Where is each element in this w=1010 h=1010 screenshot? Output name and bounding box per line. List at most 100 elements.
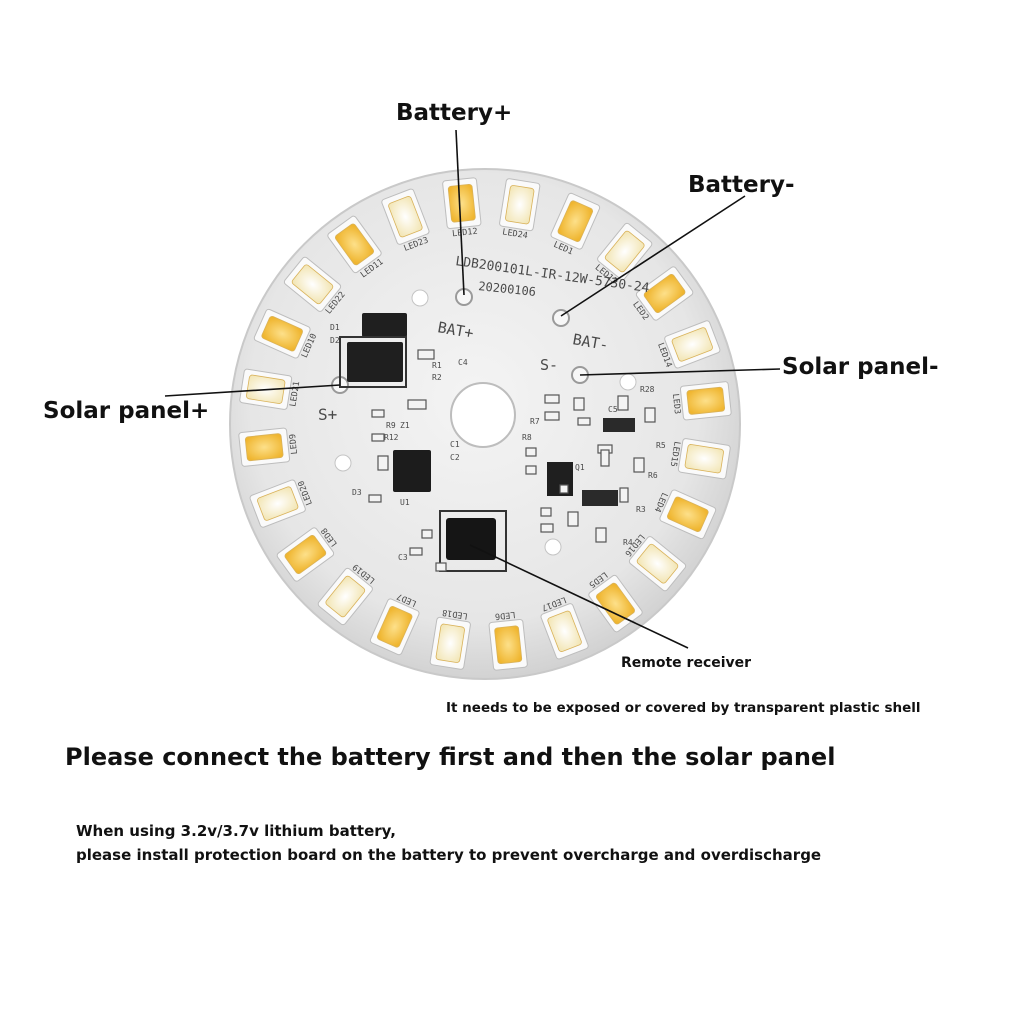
component-label: R6 [648,471,658,480]
component-label: D2 [330,336,340,345]
smd-part [435,562,447,572]
mount-hole [334,454,352,472]
smd-part [377,455,389,471]
leader-solar-plus [164,384,341,397]
component-label: C2 [450,453,460,462]
smd-part [421,529,433,539]
smd-part [544,411,560,421]
led-label: LED9 [288,433,300,454]
smd-part [544,394,560,404]
mount-hole [411,289,429,307]
led-chip [253,308,311,359]
diode-d2 [347,342,403,382]
led-chip [381,188,430,245]
component-label: Q1 [575,463,585,472]
led-chip [488,618,528,671]
callout-solar-plus: Solar panel+ [43,398,210,424]
leader-remote-receiver [469,544,689,649]
led-chip [550,192,601,250]
led-chip [664,320,721,369]
led-label: LED3 [670,393,682,414]
pad-label-bat-plus: BAT+ [436,318,475,342]
component-label: R3 [636,505,646,514]
led-chip [238,427,291,467]
smd-part [577,417,591,426]
component-label: C3 [398,553,408,562]
resistor-large [582,490,618,506]
resistor-large [603,418,635,432]
component-label: R1 [432,361,442,370]
led-chip [499,178,541,232]
led-chip [249,479,306,528]
smd-part [567,511,579,527]
component-label: C1 [450,440,460,449]
mount-hole [544,538,562,556]
diode-d1 [362,313,407,337]
leader-solar-minus [579,368,781,376]
leader-battery-plus [455,129,465,296]
leader-battery-minus [560,195,746,317]
component-label: R9 [386,421,396,430]
led-chip [317,567,373,626]
component-label: R7 [530,417,540,426]
ic-u1 [393,450,431,492]
callout-battery-plus: Battery+ [396,100,513,126]
led-chip [327,215,382,274]
component-labels: D1D2C4R1R2Z1R9R12C1C2D3U1C3R28C5R5R6R3R4… [330,323,666,562]
led-label: LED15 [668,441,682,468]
smd-part [371,409,385,418]
smd-part [595,527,607,543]
smd-components [368,349,656,572]
led-chip [442,177,482,230]
date-code: 20200106 [478,279,537,299]
callout-battery-minus: Battery- [688,172,795,198]
smd-part [600,449,610,467]
led-chip [635,266,694,321]
mount-hole [619,373,637,391]
callout-solar-minus: Solar panel- [782,354,939,380]
led-chip [369,598,420,656]
component-label: R12 [384,433,399,442]
component-label: C4 [458,358,468,367]
smd-part [525,447,537,457]
smd-part [540,523,554,533]
led-label: LED24 [502,227,529,241]
led-chip [283,256,342,312]
pad-label-bat-minus: BAT- [571,330,610,354]
component-label: R28 [640,385,655,394]
smd-part [617,395,629,411]
smd-part [559,484,569,494]
component-label: R2 [432,373,442,382]
led-chip [628,536,687,592]
smd-part [619,487,629,503]
led-label: LED18 [442,607,469,621]
center-hole [450,382,516,448]
smd-part [573,397,585,411]
smd-part [644,407,656,423]
receiver-note: It needs to be exposed or covered by tra… [446,700,921,716]
component-label: Z1 [400,421,410,430]
component-label: R5 [656,441,666,450]
smd-part [368,494,382,503]
component-label: D3 [352,488,362,497]
smd-part [409,547,423,556]
callout-remote-receiver: Remote receiver [621,655,752,671]
pad-label-s-minus: S- [540,356,558,374]
smd-part [633,457,645,473]
remote-receiver-module [446,518,496,560]
led-chip [429,616,471,670]
led-chip [659,489,717,540]
smd-part [540,507,552,517]
led-chip [677,438,731,480]
component-label: R8 [522,433,532,442]
led-label: LED6 [494,609,515,621]
led-chip [540,603,589,660]
component-label: D1 [330,323,340,332]
battery-note-line2: please install protection board on the b… [76,846,822,864]
led-label: LED12 [452,227,478,240]
battery-note-line1: When using 3.2v/3.7v lithium battery, [76,822,396,840]
component-label: C5 [608,405,618,414]
